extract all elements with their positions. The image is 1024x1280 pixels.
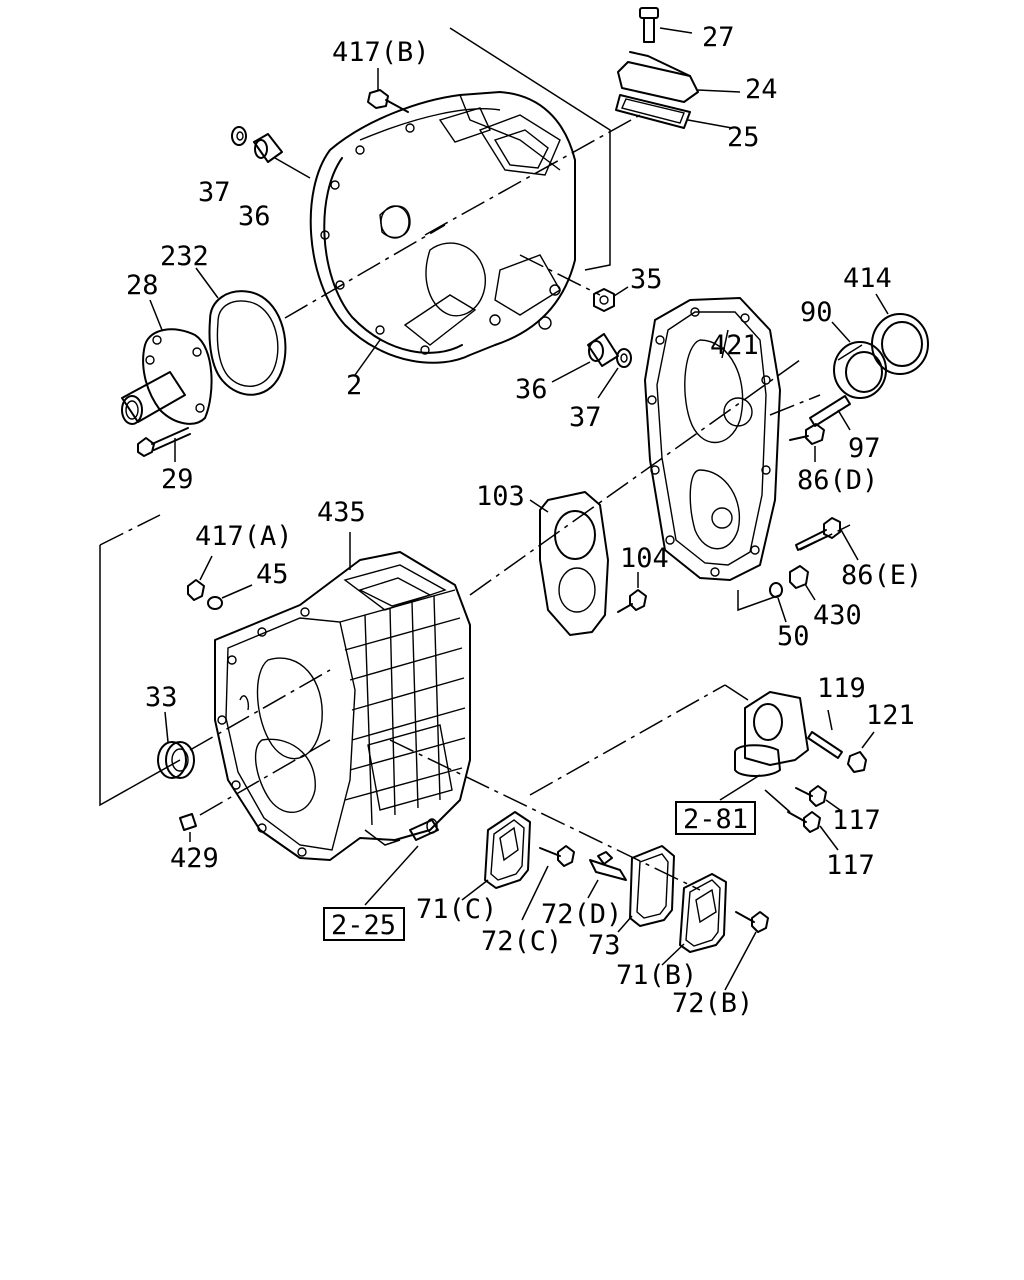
- label-27: 27: [702, 22, 735, 53]
- label-45: 45: [256, 559, 289, 590]
- bolt-72b: [724, 911, 769, 991]
- bolt-86d: [789, 423, 825, 462]
- bolt-117-lower: [787, 811, 839, 851]
- label-421: 421: [710, 330, 759, 361]
- ref-label-2-25: 2-25: [331, 910, 396, 941]
- label-103: 103: [476, 481, 525, 512]
- gasket-25: [615, 94, 733, 129]
- label-117-lower: 117: [826, 850, 875, 881]
- rear-cover-421: [644, 297, 781, 581]
- stud-72d: [587, 851, 627, 899]
- bolt-119: [807, 709, 843, 759]
- label-232: 232: [160, 241, 209, 272]
- ref-box-2-25[interactable]: 2-25: [323, 907, 405, 941]
- sleeve-36-upper: [253, 133, 311, 179]
- label-86e: 86(E): [841, 560, 922, 591]
- bolt-117-upper: [795, 785, 841, 811]
- bolt-417a: [187, 555, 213, 601]
- label-28: 28: [126, 270, 159, 301]
- seal-33: [157, 711, 195, 779]
- label-35: 35: [630, 264, 663, 295]
- label-50: 50: [777, 621, 810, 652]
- cover-24: [617, 51, 741, 103]
- stud-97: [809, 395, 851, 431]
- label-119: 119: [817, 673, 866, 704]
- label-435: 435: [317, 497, 366, 528]
- label-71c: 71(C): [416, 894, 497, 925]
- label-86d: 86(D): [797, 465, 878, 496]
- ref-label-2-81: 2-81: [683, 804, 748, 835]
- gasket-73: [617, 845, 675, 933]
- label-29: 29: [161, 464, 194, 495]
- bracket-lines: [99, 27, 791, 813]
- washer-37-upper: [231, 126, 247, 146]
- label-97: 97: [848, 433, 881, 464]
- label-121: 121: [866, 700, 915, 731]
- label-37-lower: 37: [569, 402, 602, 433]
- seal-90: [831, 321, 887, 399]
- dowel-lower: [364, 818, 439, 906]
- bolt-86e: [795, 517, 859, 561]
- label-73: 73: [588, 930, 621, 961]
- label-417b: 417(B): [332, 37, 430, 68]
- o-ring-50: [769, 582, 787, 623]
- bolt-29: [137, 427, 191, 462]
- retainer-28: [121, 299, 213, 425]
- label-117-upper: 117: [832, 805, 881, 836]
- bolt-104: [617, 572, 647, 613]
- bolt-72c: [521, 845, 575, 921]
- label-429: 429: [170, 843, 219, 874]
- label-430: 430: [813, 600, 862, 631]
- gasket-103: [529, 491, 609, 636]
- label-414: 414: [843, 263, 892, 294]
- label-2: 2: [346, 370, 362, 401]
- label-37-upper: 37: [198, 177, 231, 208]
- switch-assembly-2-81: [719, 684, 809, 801]
- plug-430: [789, 565, 816, 601]
- label-90: 90: [800, 297, 833, 328]
- gasket-232: [195, 267, 287, 396]
- pin-429: [179, 813, 197, 842]
- washer-45: [207, 584, 253, 610]
- bolt-417b: [367, 68, 409, 113]
- nut-35: [593, 286, 629, 312]
- label-33: 33: [145, 682, 178, 713]
- sleeve-36-lower: [551, 333, 619, 383]
- ref-box-2-81[interactable]: 2-81: [675, 801, 756, 835]
- callout-labels: 27 24 25 417(B) 37 36 232 28 35 2 36 37 …: [126, 22, 922, 1019]
- label-71b: 71(B): [616, 960, 697, 991]
- transmission-case-435: [214, 532, 471, 861]
- label-36-lower: 36: [515, 374, 548, 405]
- label-104: 104: [620, 543, 669, 574]
- clutch-housing-2: [309, 91, 576, 376]
- nut-121: [847, 731, 875, 773]
- cover-71c: [461, 811, 531, 901]
- label-72d: 72(D): [541, 899, 622, 930]
- washer-37-lower: [597, 348, 632, 399]
- bolt-27: [639, 7, 693, 43]
- label-72c: 72(C): [481, 926, 562, 957]
- label-417a: 417(A): [195, 521, 293, 552]
- label-25: 25: [727, 122, 760, 153]
- cover-71b: [661, 873, 727, 966]
- label-24: 24: [745, 74, 778, 105]
- label-36-upper: 36: [238, 201, 271, 232]
- label-72b: 72(B): [672, 988, 753, 1019]
